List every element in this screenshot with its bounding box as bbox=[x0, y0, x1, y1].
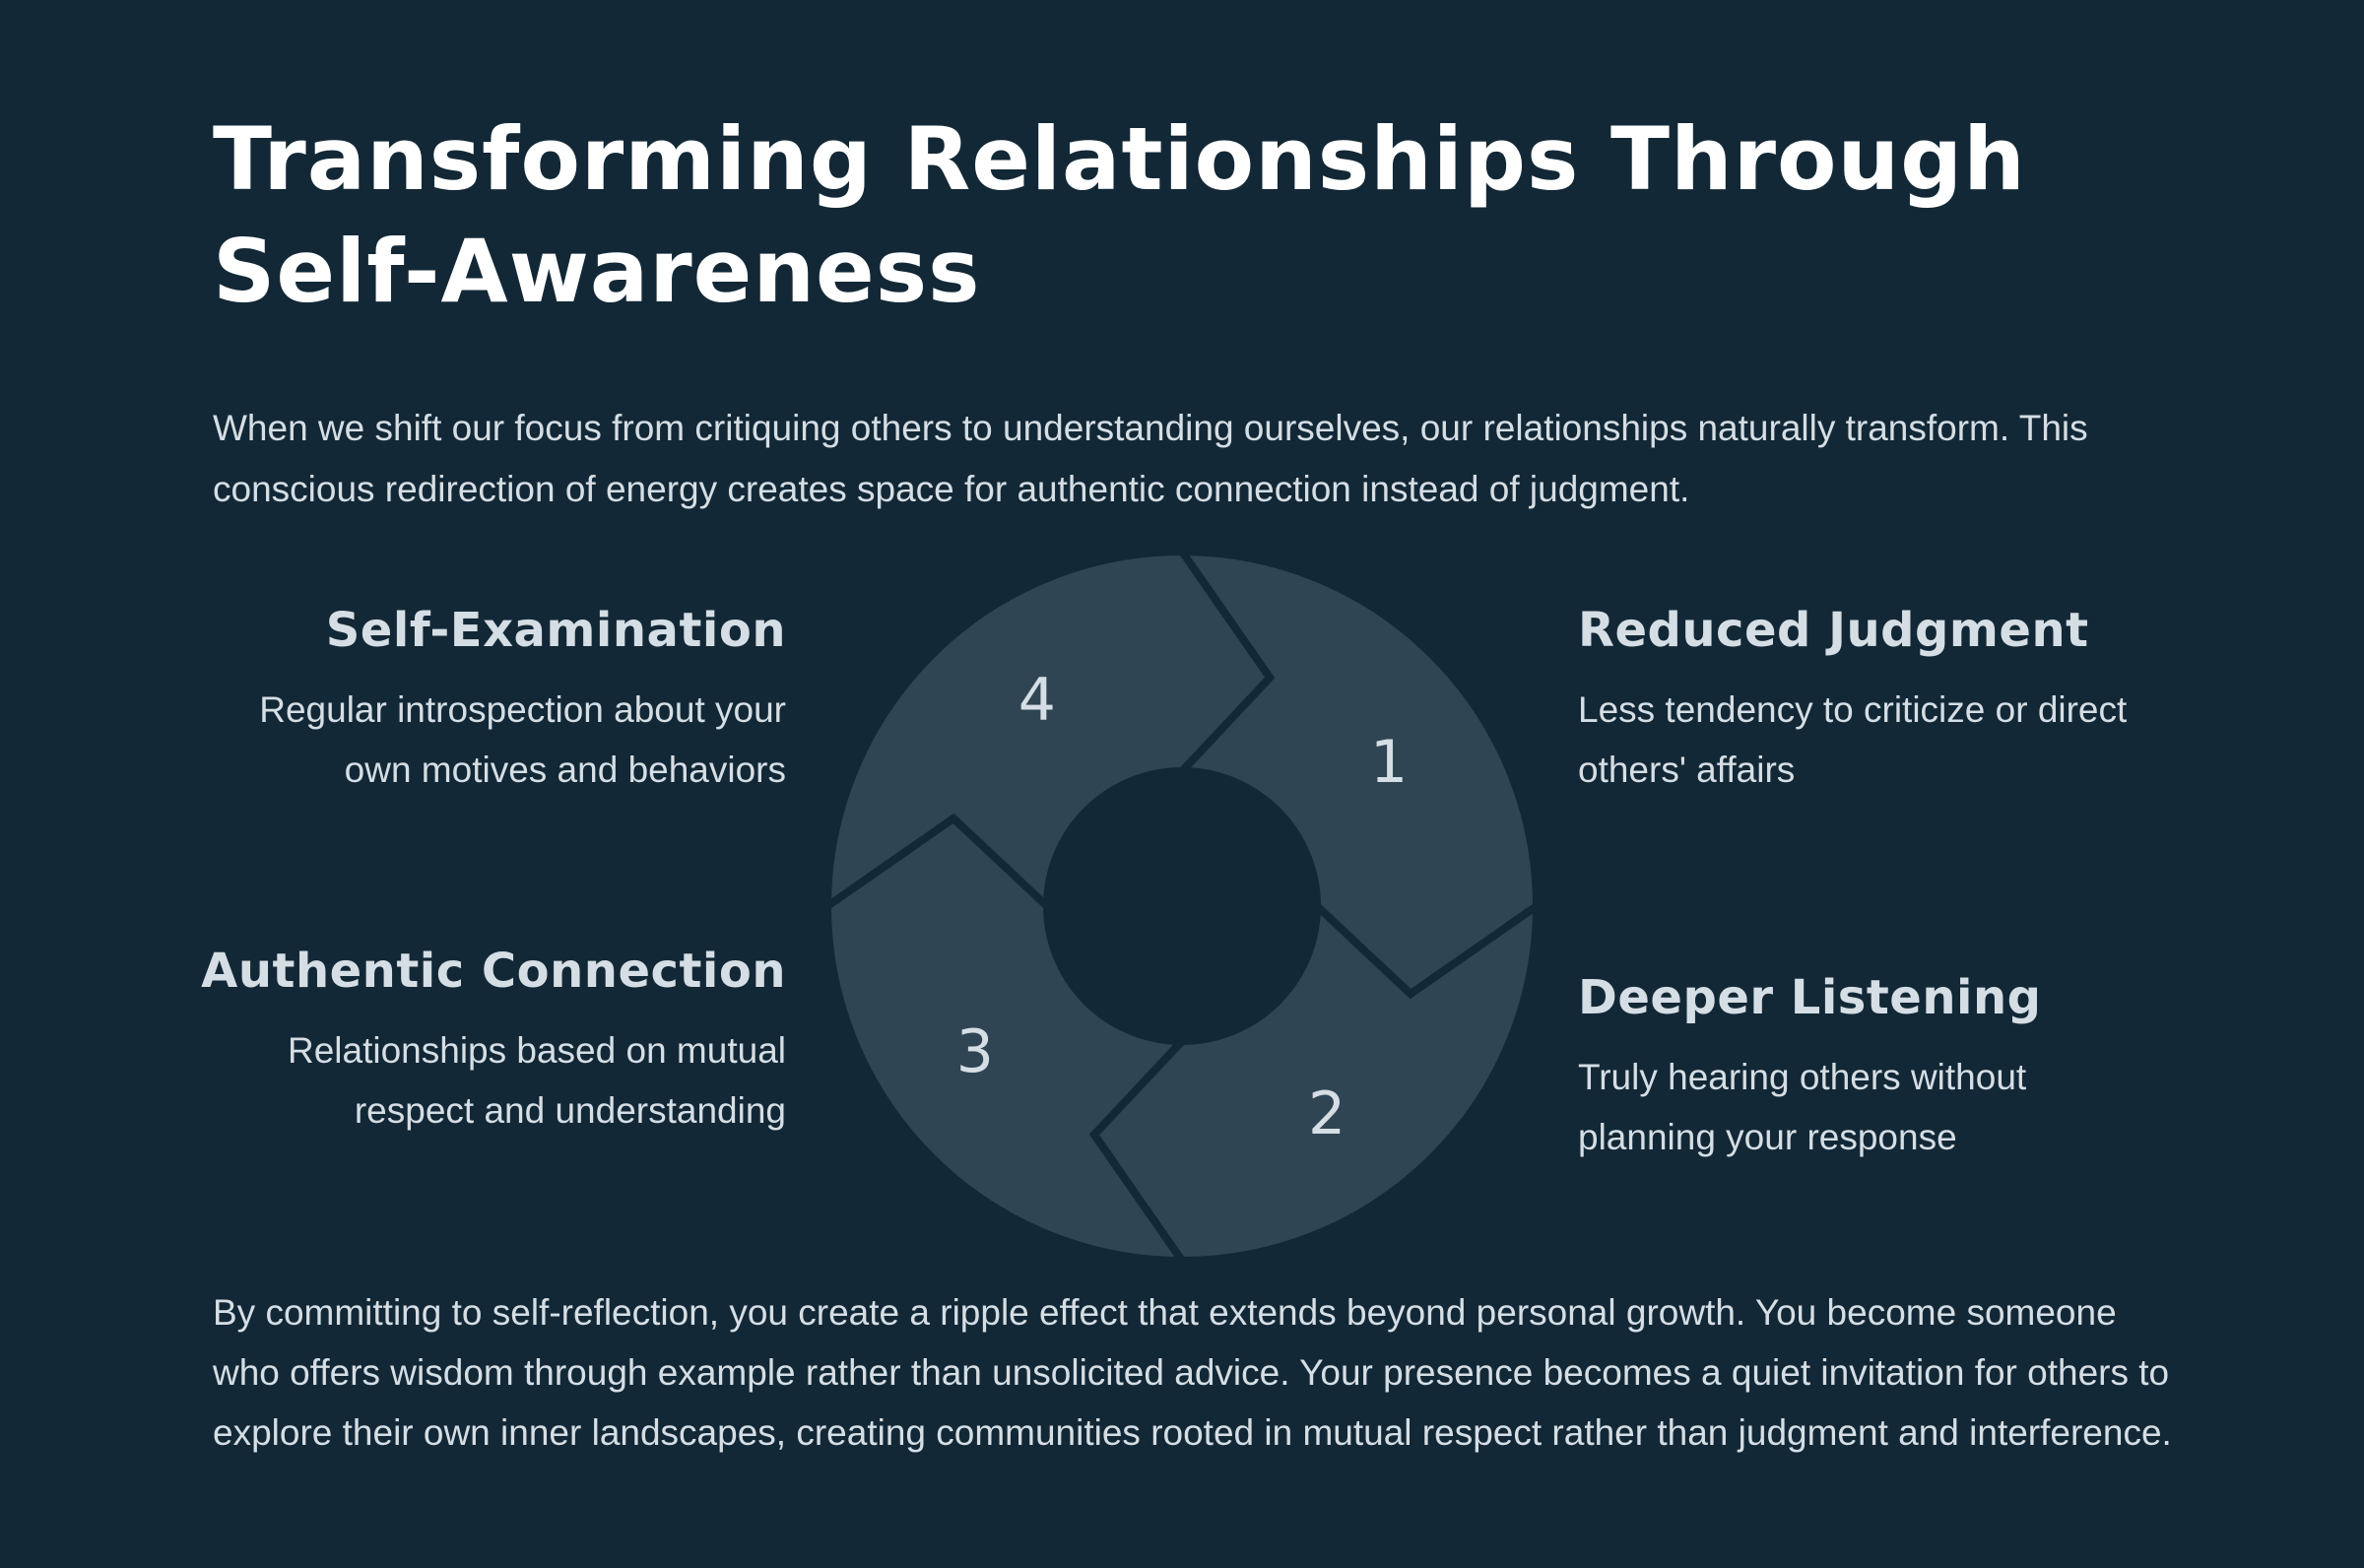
cycle-diagram: 1 2 3 4 bbox=[827, 552, 1537, 1261]
step-description: Truly hearing others without planning yo… bbox=[1578, 1057, 2027, 1157]
step-description: Relationships based on mutual respect an… bbox=[288, 1030, 786, 1131]
step-description: Less tendency to criticize or direct oth… bbox=[1578, 689, 2128, 790]
step-title: Self-Examination bbox=[325, 603, 786, 658]
step-description: Regular introspection about your own mot… bbox=[259, 689, 786, 790]
cycle-segments bbox=[827, 552, 1537, 1261]
step-title: Deeper Listening bbox=[1578, 970, 2042, 1025]
step-reduced-judgment: Reduced Judgment Less tendency to critic… bbox=[1578, 603, 2169, 800]
cycle-number-4: 4 bbox=[1018, 666, 1056, 735]
intro-paragraph: When we shift our focus from critiquing … bbox=[213, 408, 2088, 509]
cycle-number-2: 2 bbox=[1308, 1079, 1346, 1148]
step-authentic-connection: Authentic Connection Relationships based… bbox=[195, 944, 786, 1141]
step-deeper-listening: Deeper Listening Truly hearing others wi… bbox=[1578, 970, 2169, 1167]
step-title: Reduced Judgment bbox=[1578, 603, 2089, 658]
step-self-examination: Self-Examination Regular introspection a… bbox=[195, 603, 786, 800]
page-title: Transforming Relationships Through Self-… bbox=[213, 108, 2026, 322]
cycle-number-1: 1 bbox=[1370, 728, 1408, 797]
cycle-labels: 1 2 3 4 bbox=[956, 666, 1408, 1148]
closing-paragraph: By committing to self-reflection, you cr… bbox=[213, 1292, 2172, 1453]
cycle-center bbox=[1047, 771, 1317, 1041]
step-title: Authentic Connection bbox=[201, 944, 786, 999]
cycle-number-3: 3 bbox=[956, 1017, 994, 1086]
